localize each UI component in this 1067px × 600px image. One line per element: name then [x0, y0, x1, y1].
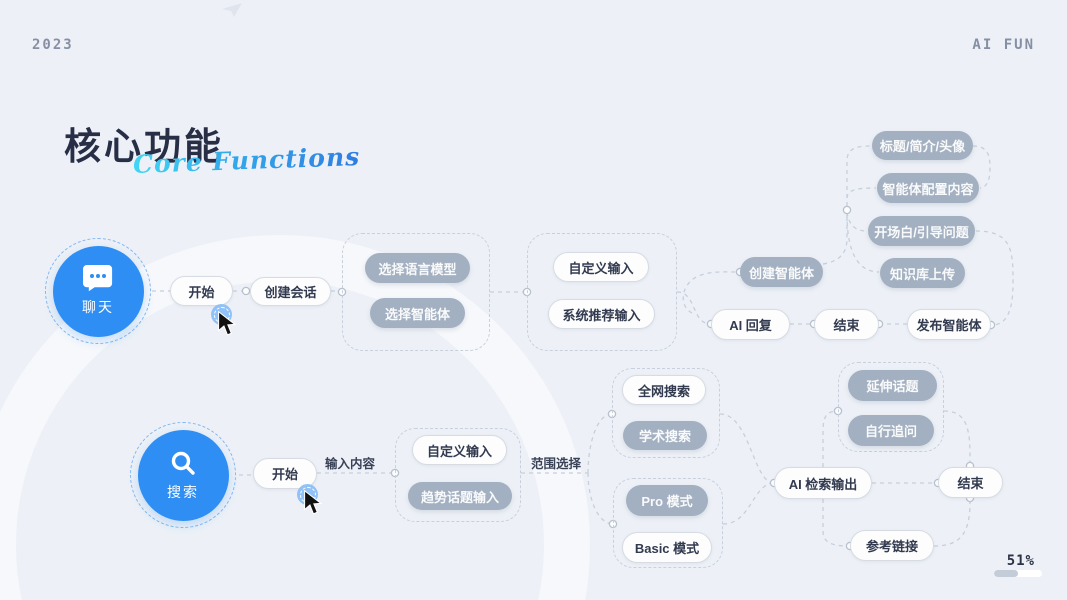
node-search-custom-input[interactable]: 自定义输入	[412, 435, 507, 465]
node-basic-mode[interactable]: Basic 模式	[622, 532, 712, 563]
node-system-input[interactable]: 系统推荐输入	[548, 299, 655, 329]
search-hub[interactable]: 搜索	[130, 422, 236, 528]
node-publish-agent[interactable]: 发布智能体	[907, 309, 991, 340]
magnifier-icon	[171, 451, 195, 475]
node-pro-mode[interactable]: Pro 模式	[626, 485, 708, 516]
paper-plane-icon	[222, 3, 242, 17]
node-select-agent[interactable]: 选择智能体	[370, 298, 465, 328]
chat-bubble-icon	[83, 265, 113, 292]
node-search-start[interactable]: 开始	[253, 458, 317, 489]
node-self-followup[interactable]: 自行追问	[848, 415, 934, 446]
group-extend	[838, 362, 944, 452]
node-select-model[interactable]: 选择语言模型	[365, 253, 470, 283]
node-agent-kb[interactable]: 知识库上传	[880, 258, 965, 288]
edge-label-input-content: 输入内容	[325, 457, 376, 471]
node-agent-title[interactable]: 标题/简介/头像	[872, 131, 973, 160]
edge-label-scope-select: 范围选择	[531, 457, 582, 471]
group-search-input	[395, 428, 521, 522]
cursor-click-icon	[304, 490, 323, 515]
node-search-end[interactable]: 结束	[938, 467, 1003, 498]
group-search-scope	[612, 368, 720, 458]
node-academic-search[interactable]: 学术搜索	[623, 421, 707, 450]
node-chat-custom-input[interactable]: 自定义输入	[553, 252, 649, 282]
node-chat-start[interactable]: 开始	[170, 276, 233, 306]
chat-hub-circle: 聊天	[52, 245, 144, 337]
brand-label: AI FUN	[972, 37, 1035, 53]
node-ref-links[interactable]: 参考链接	[850, 530, 934, 561]
progress-bar	[994, 570, 1042, 577]
node-agent-opening[interactable]: 开场白/引导问题	[868, 216, 975, 246]
progress-bar-fill	[994, 570, 1019, 577]
search-hub-label: 搜索	[167, 483, 199, 500]
node-ai-output[interactable]: AI 检索输出	[774, 467, 872, 499]
node-chat-end[interactable]: 结束	[814, 309, 879, 340]
search-hub-circle: 搜索	[137, 429, 229, 521]
node-extend-topic[interactable]: 延伸话题	[848, 370, 937, 401]
cursor-click-icon	[218, 311, 237, 336]
node-web-search[interactable]: 全网搜索	[622, 375, 706, 405]
node-create-agent[interactable]: 创建智能体	[740, 257, 823, 287]
node-agent-config[interactable]: 智能体配置内容	[877, 173, 979, 203]
group-chat-input	[527, 233, 677, 351]
year-label: 2023	[32, 37, 74, 53]
node-trend-input[interactable]: 趋势话题输入	[408, 482, 512, 510]
node-create-session[interactable]: 创建会话	[250, 277, 331, 306]
group-search-mode	[613, 478, 723, 568]
chat-hub-label: 聊天	[82, 299, 114, 315]
node-ai-reply[interactable]: AI 回复	[711, 309, 790, 340]
progress-percent-label: 51%	[1006, 553, 1035, 569]
page-title: 核心功能	[64, 126, 224, 167]
group-chat-select	[342, 233, 490, 351]
chat-hub[interactable]: 聊天	[45, 238, 151, 344]
